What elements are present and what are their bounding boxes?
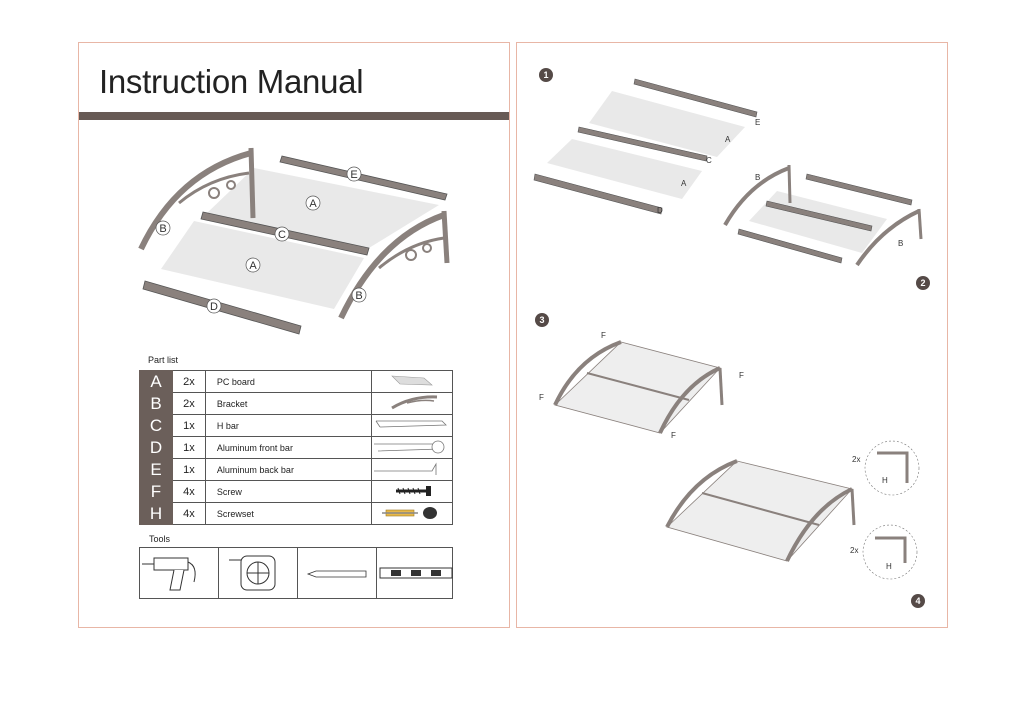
front-bar-thumb-icon	[370, 436, 454, 459]
step-1-diagram: E A C A D	[533, 78, 760, 215]
part-name: Aluminum back bar	[204, 458, 372, 481]
bracket-b-left	[138, 147, 256, 251]
part-letter: E	[139, 458, 173, 481]
back-bar-thumb-icon	[370, 458, 454, 481]
step-2-diagram: B B	[723, 164, 923, 267]
step4-label-h2: H	[886, 562, 892, 571]
h-bar-thumb-icon	[370, 414, 454, 437]
part-qty: 1x	[171, 436, 206, 459]
label-d: D	[210, 301, 218, 313]
tools-table	[139, 547, 453, 599]
step1-label-e: E	[755, 118, 760, 127]
label-e: E	[350, 169, 357, 181]
pencil-icon	[298, 548, 377, 598]
step2-label-b-right: B	[898, 239, 903, 248]
part-row: E 1x Aluminum back bar	[139, 458, 454, 481]
front-bar-d	[142, 280, 302, 335]
pc-board-a-back	[207, 168, 439, 251]
step-1-badge: 1	[539, 68, 553, 82]
part-letter: H	[139, 502, 173, 525]
screwset-thumb-icon	[370, 502, 454, 525]
label-c: C	[278, 229, 286, 241]
left-page: Instruction Manual	[78, 42, 510, 628]
part-qty: 1x	[171, 458, 206, 481]
page-title: Instruction Manual	[99, 63, 364, 100]
drill-icon	[140, 548, 219, 598]
pc-board-thumb-icon	[370, 370, 454, 393]
part-qty: 2x	[171, 392, 206, 415]
tape-measure-icon	[219, 548, 298, 598]
assembly-steps-diagram: E A C A D B B	[533, 78, 923, 580]
step3-label-f2: F	[739, 371, 744, 380]
part-row: A 2x PC board	[139, 370, 454, 393]
part-row: C 1x H bar	[139, 414, 454, 437]
label-b-left: B	[159, 223, 166, 235]
title-bar	[79, 112, 509, 120]
part-name: H bar	[204, 414, 372, 437]
part-name: Aluminum front bar	[204, 436, 372, 459]
back-bar-e	[279, 155, 448, 201]
step-2-badge: 2	[916, 276, 930, 290]
step-3-badge: 3	[535, 313, 549, 327]
part-name: Bracket	[204, 392, 372, 415]
step-4-badge: 4	[911, 594, 925, 608]
part-qty: 4x	[171, 502, 206, 525]
step1-label-a-back: A	[725, 135, 731, 144]
step4-label-h1: H	[882, 476, 888, 485]
part-row: D 1x Aluminum front bar	[139, 436, 454, 459]
part-letter: B	[139, 392, 173, 415]
bracket-thumb-icon	[370, 392, 454, 415]
step4-label-qty2: 2x	[850, 546, 858, 555]
part-letter: A	[139, 370, 173, 393]
step2-label-b-left: B	[755, 173, 760, 182]
label-a-front: A	[249, 260, 257, 272]
right-page: 1 2 3 4 E A C A D	[516, 42, 948, 628]
step-4-diagram: 2x H 2x H	[665, 440, 920, 580]
part-letter: C	[139, 414, 173, 437]
step3-label-f4: F	[671, 431, 676, 440]
screw-thumb-icon	[370, 480, 454, 503]
part-letter: D	[139, 436, 173, 459]
part-row: F 4x Screw	[139, 480, 454, 503]
step-3-diagram: F F F F	[539, 331, 744, 440]
spirit-level-icon	[377, 548, 455, 598]
part-row: H 4x Screwset	[139, 502, 454, 525]
label-b-right: B	[355, 290, 362, 302]
part-row: B 2x Bracket	[139, 392, 454, 415]
part-qty: 4x	[171, 480, 206, 503]
step4-label-qty1: 2x	[852, 455, 860, 464]
step3-label-f1: F	[601, 331, 606, 340]
part-name: PC board	[204, 370, 372, 393]
pc-board-a-front	[161, 221, 364, 309]
part-name: Screw	[204, 480, 372, 503]
part-qty: 1x	[171, 414, 206, 437]
step1-label-d: D	[657, 206, 663, 215]
step3-label-f3: F	[539, 393, 544, 402]
part-list-heading: Part list	[148, 355, 179, 365]
tools-heading: Tools	[149, 534, 171, 544]
part-qty: 2x	[171, 370, 206, 393]
bracket-b-right	[338, 210, 450, 320]
label-a-back: A	[309, 198, 317, 210]
part-list-table: A 2x PC board B 2x Bracket C 1x H bar D …	[139, 370, 454, 525]
overview-diagram: E A C A B B D	[138, 147, 450, 335]
part-name: Screwset	[204, 502, 372, 525]
step1-label-a-front: A	[681, 179, 687, 188]
step1-label-c: C	[706, 156, 712, 165]
part-letter: F	[139, 480, 173, 503]
